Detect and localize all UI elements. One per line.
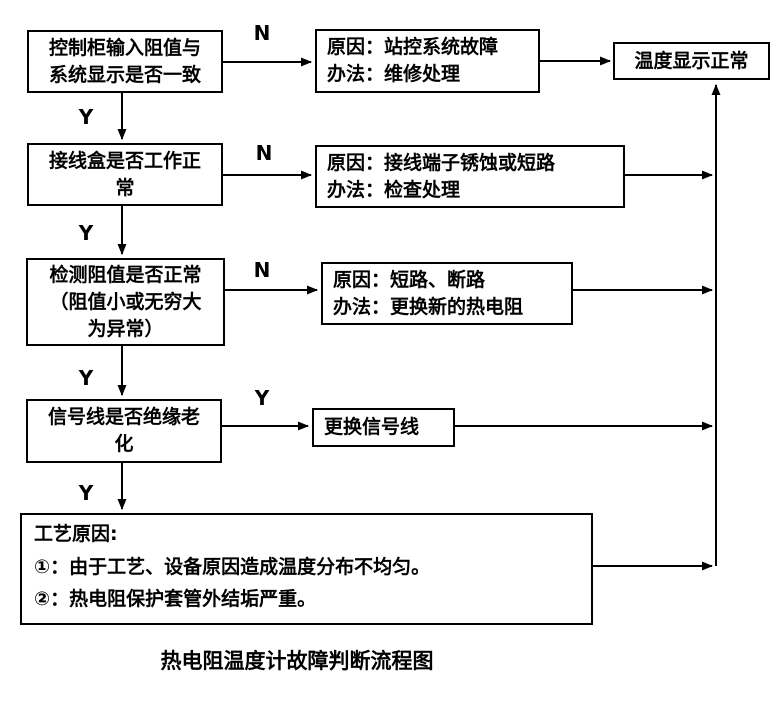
box-text-line: 控制柜输入阻值与 [48, 36, 201, 59]
branch-label-yes-3: Y [78, 366, 94, 390]
box-text-line: 检测阻值是否正常 [49, 263, 202, 286]
decision-box-resistance-check: 检测阻值是否正常 （阻值小或无穷大 为异常） [26, 258, 225, 346]
box-text-line: 办法：维修处理 [327, 63, 461, 85]
box-text-line: 温度显示正常 [634, 49, 749, 72]
box-text-line: 化 [114, 433, 134, 455]
box-text-line: 信号线是否绝缘老 [47, 406, 200, 428]
box-text-line: 常 [115, 176, 135, 199]
branch-label-yes-2: Y [78, 221, 94, 245]
box-text-line: 工艺原因: [34, 523, 118, 545]
branch-label-no-3: N [253, 258, 271, 282]
box-text-line: ②：热电阻保护套管外结垢严重。 [34, 588, 317, 610]
end-box-temperature-normal: 温度显示正常 [613, 42, 770, 80]
box-text-line: 更换信号线 [324, 416, 420, 438]
decision-box-control-cabinet: 控制柜输入阻值与 系统显示是否一致 [27, 30, 223, 93]
box-text-line: 原因：短路、断路 [333, 268, 486, 291]
result-box-station-control-fault: 原因：站控系统故障 办法：维修处理 [315, 29, 540, 93]
box-text-line: ①：由于工艺、设备原因造成温度分布不均匀。 [34, 555, 431, 578]
decision-box-junction-box: 接线盒是否工作正 常 [27, 143, 223, 206]
box-text-line: 系统显示是否一致 [48, 63, 201, 86]
result-box-terminal-corrosion: 原因：接线端子锈蚀或短路 办法：检查处理 [315, 145, 625, 208]
box-text-line: 接线盒是否工作正 [48, 149, 201, 172]
branch-label-yes-4: Y [254, 386, 270, 410]
result-box-short-open-circuit: 原因：短路、断路 办法：更换新的热电阻 [321, 262, 573, 325]
branch-label-no-2: N [255, 141, 273, 165]
branch-label-yes-1: Y [78, 105, 94, 129]
box-text-line: 为异常） [87, 317, 164, 340]
decision-box-signal-wire: 信号线是否绝缘老 化 [26, 399, 222, 463]
box-text-line: 办法：检查处理 [327, 178, 461, 201]
diagram-caption: 热电阻温度计故障判断流程图 [160, 649, 434, 673]
branch-label-yes-5: Y [78, 481, 94, 505]
process-cause-box: 工艺原因: ①：由于工艺、设备原因造成温度分布不均匀。 ②：热电阻保护套管外结垢… [20, 513, 593, 625]
box-text-line: 办法：更换新的热电阻 [333, 295, 524, 318]
box-text-line: 原因：接线端子锈蚀或短路 [327, 151, 556, 174]
result-box-replace-signal-wire: 更换信号线 [312, 408, 455, 447]
branch-label-no-1: N [253, 21, 271, 45]
box-text-line: （阻值小或无穷大 [49, 290, 202, 313]
box-text-line: 原因：站控系统故障 [327, 36, 499, 58]
